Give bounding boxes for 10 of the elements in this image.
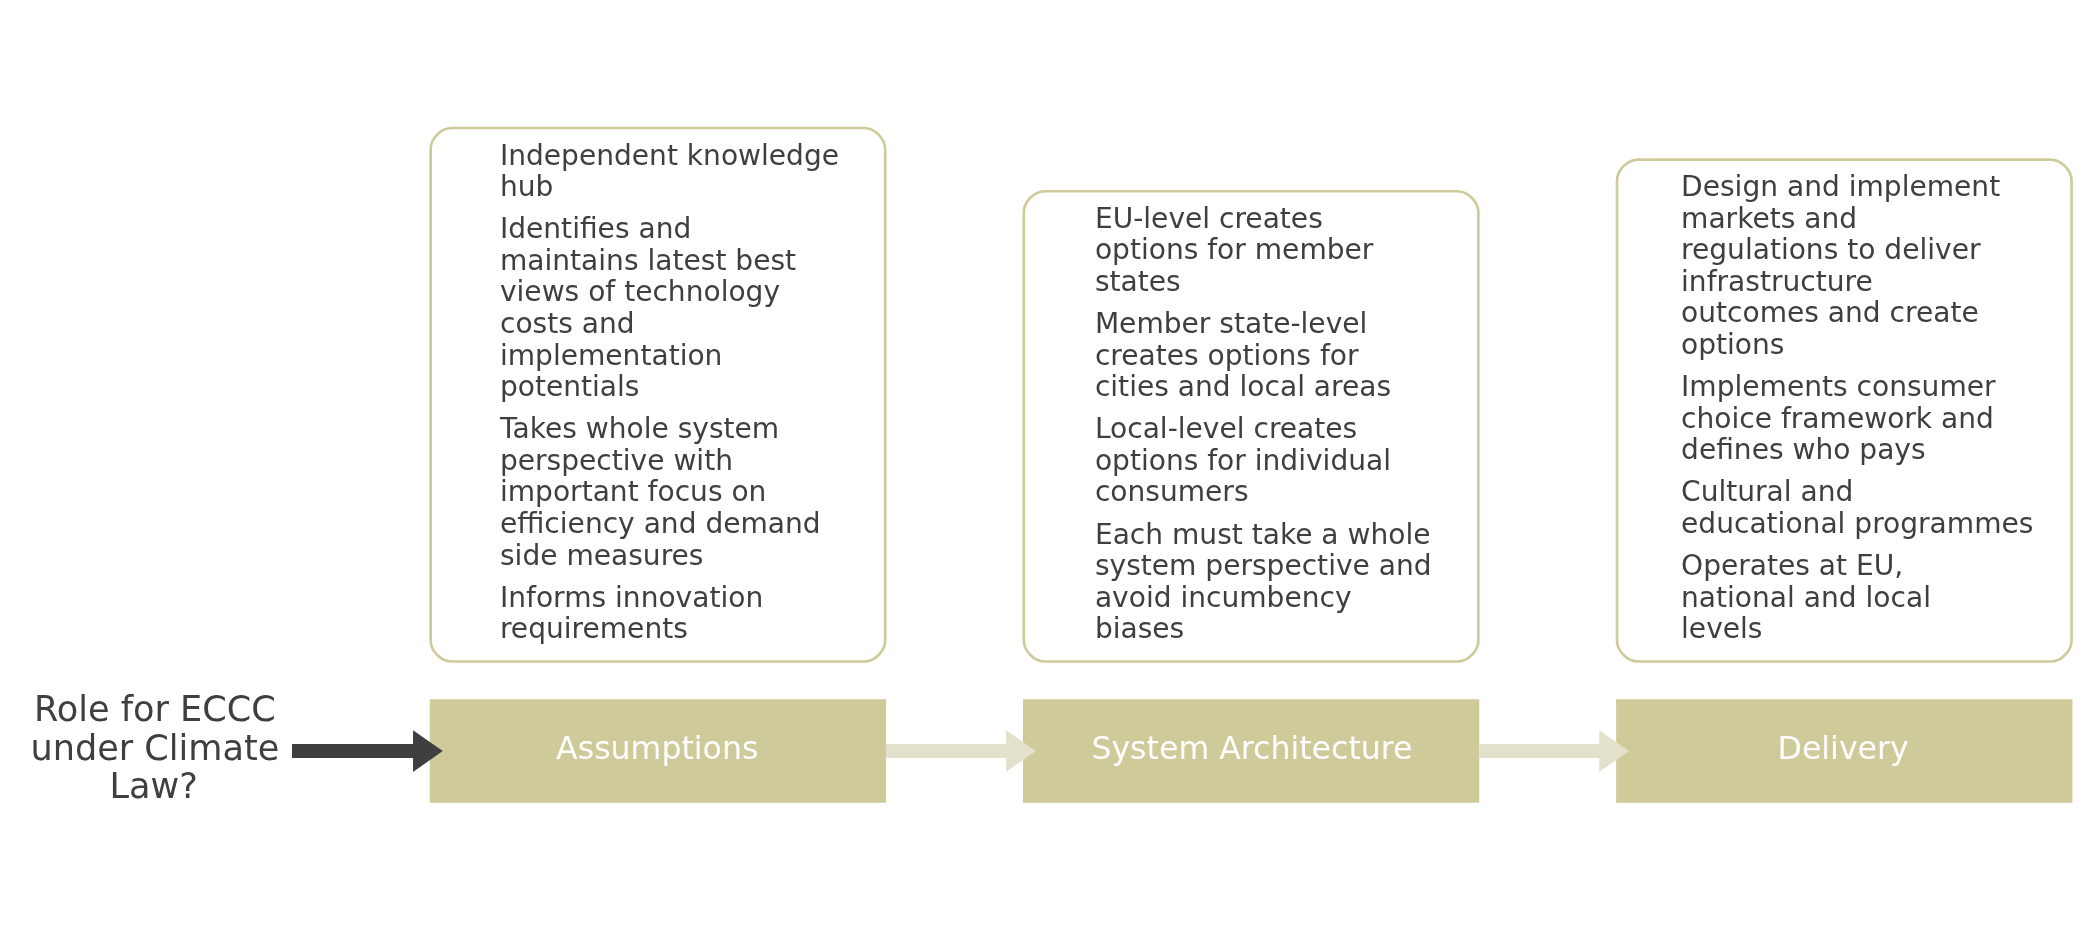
- node-box: Design and implement markets and regulations to deliver infrastructure outcomes and create options Implements consumer choice framework and defines who pays Cultural and educational programmes Operates at EU, national and local levels: [1615, 158, 2073, 663]
- node-box: Delivery: [1616, 699, 2073, 803]
- node-text: Role for ECCC under Climate Law?: [30, 688, 280, 807]
- arrow: [292, 730, 443, 772]
- node-box: Independent knowledge hub Identifies and maintains latest best views of technology costs and implementation potentials Takes whole system perspective with important focus on efficiency and demand side measures Informs innovation requirements: [429, 126, 887, 663]
- node-box: System Architecture: [1022, 699, 1480, 803]
- arrow: [1479, 730, 1630, 772]
- arrow: [885, 730, 1036, 772]
- node-box: EU-level creates options for member states Member state-level creates options for cities and local areas Local-level creates options for individual consumers Each must take a whole system perspective and avoid incumbency biases: [1022, 189, 1480, 663]
- node-box: Assumptions: [429, 699, 887, 803]
